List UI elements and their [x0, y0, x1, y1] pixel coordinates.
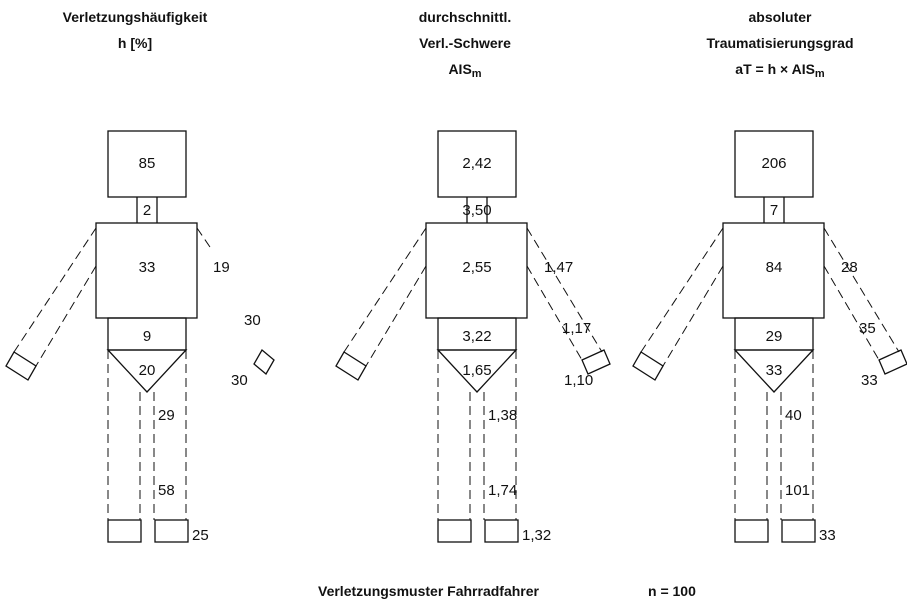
- panel-2-neck-value: 3,50: [462, 202, 491, 219]
- panel-1-right-hand-value: 30: [231, 372, 248, 389]
- panel-3-right-upper-arm-value: 28: [841, 259, 858, 276]
- panel-2-right-arm-inner: [527, 266, 582, 360]
- panel-1-left-arm-inner: [36, 266, 96, 366]
- panel-1-left-foot-box: [108, 520, 141, 542]
- panel-2-left-foot-box: [438, 520, 471, 542]
- panel-3-pelvis-value: 33: [766, 362, 783, 379]
- panel-2-head-value: 2,42: [462, 155, 491, 172]
- panel-2-abdomen-value: 3,22: [462, 328, 491, 345]
- panel-2-right-hand-value: 1,10: [564, 372, 593, 389]
- panel-3-left-hand-box: [633, 352, 663, 380]
- panel-1-lower-leg-value: 58: [158, 482, 175, 499]
- panel-1-chest-value: 33: [139, 259, 156, 276]
- panel-2-foot-value: 1,32: [522, 527, 551, 544]
- caption-text: Verletzungsmuster Fahrradfahrer: [318, 583, 539, 599]
- panel-2-left-arm-inner: [366, 266, 426, 366]
- caption-sample-size: n = 100: [648, 583, 696, 599]
- panel-3-left-foot-box: [735, 520, 768, 542]
- panel-3-upper-leg-value: 40: [785, 407, 802, 424]
- panel-2-chest-value: 2,55: [462, 259, 491, 276]
- panel-1-right-hand-box: [254, 350, 274, 374]
- panel-1-right-upper-arm-value: 19: [213, 259, 230, 276]
- panel-2-upper-leg-value: 1,38: [488, 407, 517, 424]
- panel-3-right-hand-box: [879, 350, 907, 374]
- panel-3-chest-value: 84: [766, 259, 783, 276]
- panel-3-right-foot-box: [782, 520, 815, 542]
- panel-2-right-foot-box: [485, 520, 518, 542]
- panel-3-right-hand-value: 33: [861, 372, 878, 389]
- panel-2-right-forearm-value: 1,17: [562, 320, 591, 337]
- panel-1-pelvis-value: 20: [139, 362, 156, 379]
- panel-3-lower-leg-value: 101: [785, 482, 810, 499]
- panel-2-right-hand-box: [582, 350, 610, 374]
- panel-1-upper-leg-value: 29: [158, 407, 175, 424]
- panel-3-right-forearm-value: 35: [859, 320, 876, 337]
- panel-3-foot-value: 33: [819, 527, 836, 544]
- panel-3-left-arm-inner: [663, 266, 723, 366]
- panel-2-left-hand-box: [336, 352, 366, 380]
- panel-1-head-value: 85: [139, 155, 156, 172]
- panel-1-right-foot-box: [155, 520, 188, 542]
- panel-1-right-forearm-value: 30: [244, 312, 261, 329]
- panel-3-abdomen-value: 29: [766, 328, 783, 345]
- panel-1-abdomen-value: 9: [143, 328, 151, 345]
- panel-1-left-hand-box: [6, 352, 36, 380]
- panel-1-foot-value: 25: [192, 527, 209, 544]
- panel-3-head-value: 206: [761, 155, 786, 172]
- panel-2-lower-leg-value: 1,74: [488, 482, 517, 499]
- panel-2-right-upper-arm-value: 1,47: [544, 259, 573, 276]
- panel-3-right-arm-inner: [824, 266, 879, 360]
- panel-3-neck-value: 7: [770, 202, 778, 219]
- panel-1-right-arm-stub: [197, 228, 212, 250]
- panel-2-pelvis-value: 1,65: [462, 362, 491, 379]
- panel-1-neck-value: 2: [143, 202, 151, 219]
